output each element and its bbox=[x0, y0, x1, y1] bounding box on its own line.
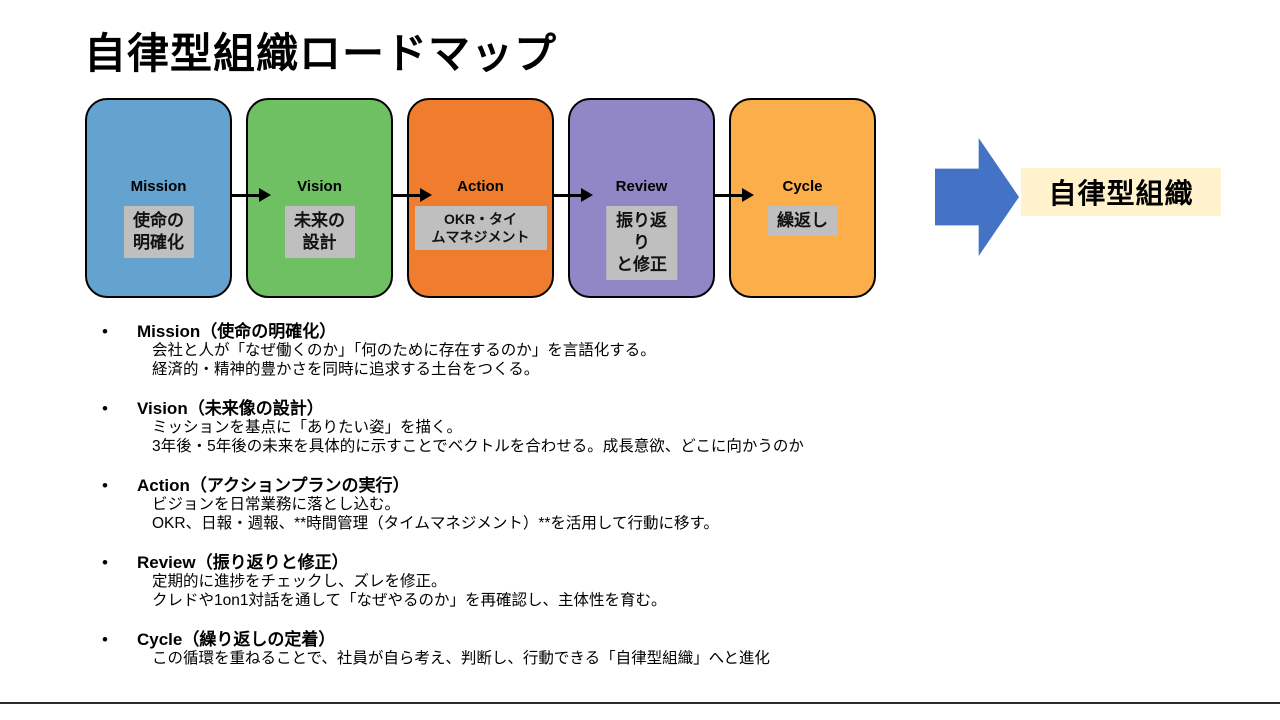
bullet-header: Action（アクションプランの実行） bbox=[137, 476, 410, 495]
bullet-line: 定期的に進捗をチェックし、ズレを修正。 bbox=[152, 573, 447, 590]
stage-vision-label: Vision bbox=[297, 178, 342, 195]
stage-cycle-label: Cycle bbox=[782, 178, 823, 195]
stage-review-inner-box: 振り返り と修正 bbox=[605, 206, 678, 281]
bullet-line: 会社と人が「なぜ働くのか」「何のために存在するのか」を言語化する。 bbox=[152, 342, 656, 359]
stage-action-inner-box: OKR・タイ ムマネジメント bbox=[414, 206, 547, 251]
arrow-right-icon bbox=[231, 188, 271, 203]
bullet-header: Mission（使命の明確化） bbox=[137, 322, 337, 341]
bullet-item-cycle: Cycle（繰り返しの定着） この循環を重ねることで、社員が自ら考え、判断し、行… bbox=[100, 630, 1220, 669]
bullet-line: ビジョンを日常業務に落とし込む。 bbox=[152, 496, 401, 513]
bullet-line: 経済的・精神的豊かさを同時に追求する土台をつくる。 bbox=[152, 360, 540, 378]
stage-vision-inner-box: 未来の 設計 bbox=[284, 206, 355, 259]
bullet-line: OKR、日報・週報、**時間管理（タイムマネジメント）**を活用して行動に移す。 bbox=[152, 514, 719, 532]
bullet-line: この循環を重ねることで、社員が自ら考え、判断し、行動できる「自律型組織」へと進化 bbox=[152, 650, 770, 667]
bullet-item-vision: Vision（未来像の設計） ミッションを基点に「ありたい姿」を描く。 3年後・… bbox=[100, 399, 1220, 456]
block-right-arrow-icon bbox=[935, 138, 1019, 256]
bullet-list: Mission（使命の明確化） 会社と人が「なぜ働くのか」「何のために存在するの… bbox=[100, 322, 1220, 689]
bullet-line: 3年後・5年後の未来を具体的に示すことでベクトルを合わせる。成長意欲、どこに向か… bbox=[152, 437, 804, 455]
bullet-header: Review（振り返りと修正） bbox=[137, 553, 349, 572]
bullet-item-action: Action（アクションプランの実行） ビジョンを日常業務に落とし込む。 OKR… bbox=[100, 476, 1220, 533]
arrow-right-icon bbox=[714, 188, 754, 203]
arrow-right-icon bbox=[392, 188, 432, 203]
bullet-item-review: Review（振り返りと修正） 定期的に進捗をチェックし、ズレを修正。 クレドや… bbox=[100, 553, 1220, 610]
bullet-line: クレドや1on1対話を通して「なぜやるのか」を再確認し、主体性を育む。 bbox=[152, 591, 667, 609]
stage-mission: Mission 使命の 明確化 bbox=[85, 98, 232, 298]
slide-title: 自律型組織ロードマップ bbox=[84, 30, 558, 77]
bullet-item-mission: Mission（使命の明確化） 会社と人が「なぜ働くのか」「何のために存在するの… bbox=[100, 322, 1220, 379]
bullet-header: Cycle（繰り返しの定着） bbox=[137, 630, 336, 649]
result-label: 自律型組織 bbox=[1048, 178, 1194, 209]
stage-review-label: Review bbox=[615, 178, 668, 195]
bottom-divider bbox=[0, 702, 1280, 704]
roadmap-flow: Mission 使命の 明確化 Vision 未来の 設計 Action OKR… bbox=[85, 98, 1235, 308]
arrow-right-icon bbox=[553, 188, 593, 203]
result-box: 自律型組織 bbox=[1021, 168, 1221, 216]
stage-action-label: Action bbox=[457, 178, 504, 195]
bullet-line: ミッションを基点に「ありたい姿」を描く。 bbox=[152, 419, 463, 436]
stage-mission-label: Mission bbox=[130, 178, 187, 195]
bullet-header: Vision（未来像の設計） bbox=[137, 399, 324, 418]
stage-mission-inner-box: 使命の 明確化 bbox=[123, 206, 194, 259]
stage-cycle-inner-box: 繰返し bbox=[767, 206, 838, 237]
